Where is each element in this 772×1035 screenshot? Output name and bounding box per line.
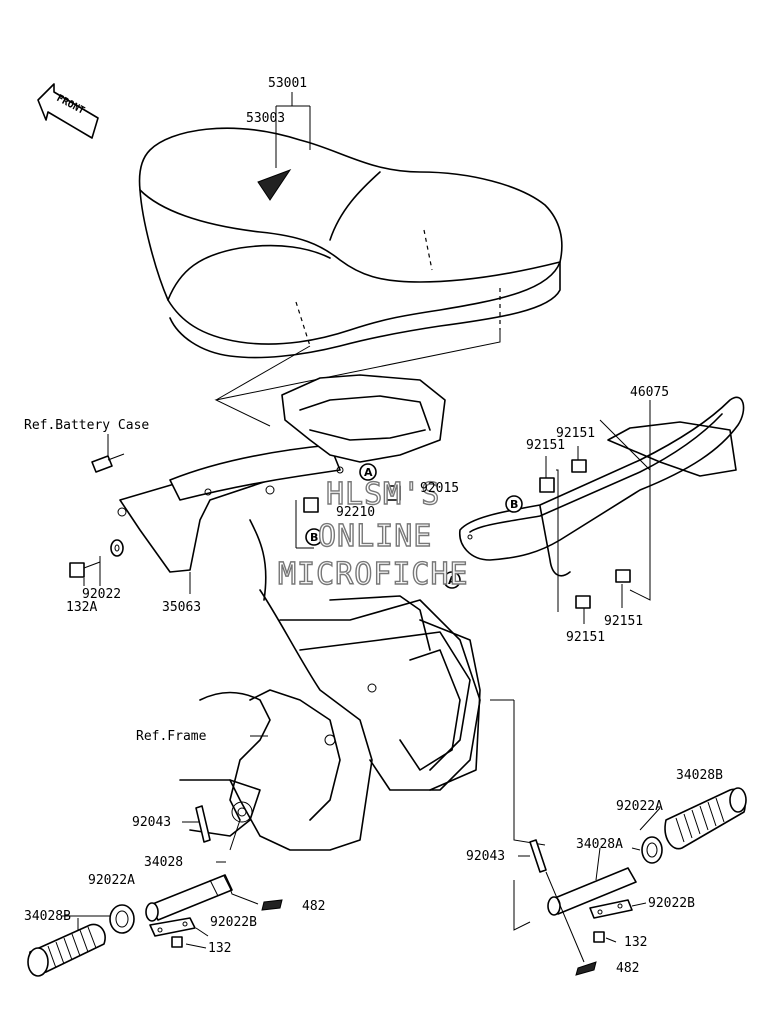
footpeg-rubber-34028b-right xyxy=(664,787,747,850)
seat-emblem-53003 xyxy=(257,168,292,201)
label-92151-b: 92151 xyxy=(526,438,565,453)
footpeg-rubber-34028b-left xyxy=(27,923,106,977)
label-ref-frame: Ref.Frame xyxy=(136,729,207,744)
label-92151-a: 92151 xyxy=(556,426,595,441)
frame xyxy=(179,519,481,851)
marker-b-2: B xyxy=(505,495,523,513)
watermark-line-1: HLSM'S xyxy=(326,477,440,512)
right-footpeg-assembly xyxy=(529,787,747,976)
plate-92022b-right xyxy=(589,899,633,919)
bolt-132-right xyxy=(593,931,605,943)
label-132-left: 132 xyxy=(208,941,231,956)
left-footpeg-assembly xyxy=(27,805,283,977)
watermark-line-2: ONLINE xyxy=(318,519,432,554)
label-92210: 92210 xyxy=(336,505,375,520)
label-92022b-left: 92022B xyxy=(210,915,257,930)
bolt-132-left xyxy=(171,936,183,948)
label-92015: 92015 xyxy=(420,481,459,496)
clip-482-left xyxy=(261,899,283,911)
seat-53001 xyxy=(138,127,563,359)
label-482-left: 482 xyxy=(302,899,325,914)
label-35063: 35063 xyxy=(162,600,201,615)
label-92043-right: 92043 xyxy=(466,849,505,864)
svg-text:B: B xyxy=(310,531,318,544)
marker-b-1: B xyxy=(305,528,323,546)
label-92022a-left: 92022A xyxy=(88,873,135,888)
label-34028: 34028 xyxy=(144,855,183,870)
label-46075: 46075 xyxy=(630,385,669,400)
seat-bracket-35063 xyxy=(117,374,446,573)
label-92151-c: 92151 xyxy=(604,614,643,629)
label-34028a: 34028A xyxy=(576,837,623,852)
label-34028b-right: 34028B xyxy=(676,768,723,783)
label-92151-d: 92151 xyxy=(566,630,605,645)
svg-text:B: B xyxy=(510,498,518,511)
marker-a-2: A xyxy=(443,571,461,589)
label-34028b-left: 34028B xyxy=(24,909,71,924)
label-132a: 132A xyxy=(66,600,97,615)
label-482-right: 482 xyxy=(616,961,639,976)
pin-92043-left xyxy=(195,805,211,843)
washer-92022a-left xyxy=(109,904,135,934)
watermark-line-3: MICROFICHE xyxy=(278,557,469,592)
plate-92022b-left xyxy=(149,917,196,937)
label-92022a-right: 92022A xyxy=(616,799,663,814)
svg-text:A: A xyxy=(364,466,373,479)
label-53003: 53003 xyxy=(246,111,285,126)
label-92022: 92022 xyxy=(82,587,121,602)
front-arrow-icon: FRONT xyxy=(37,83,99,139)
grab-rail-46075 xyxy=(459,396,745,577)
washer-92022a-right xyxy=(641,836,663,864)
marker-a-1: A xyxy=(359,463,377,481)
svg-text:A: A xyxy=(448,574,457,587)
clip-482-right xyxy=(575,961,597,976)
label-53001: 53001 xyxy=(268,76,307,91)
label-132-right: 132 xyxy=(624,935,647,950)
label-92022b-right: 92022B xyxy=(648,896,695,911)
fasteners xyxy=(69,453,631,609)
label-92043-left: 92043 xyxy=(132,815,171,830)
pin-92043-right xyxy=(529,839,547,873)
label-ref-battery-case: Ref.Battery Case xyxy=(24,418,149,433)
